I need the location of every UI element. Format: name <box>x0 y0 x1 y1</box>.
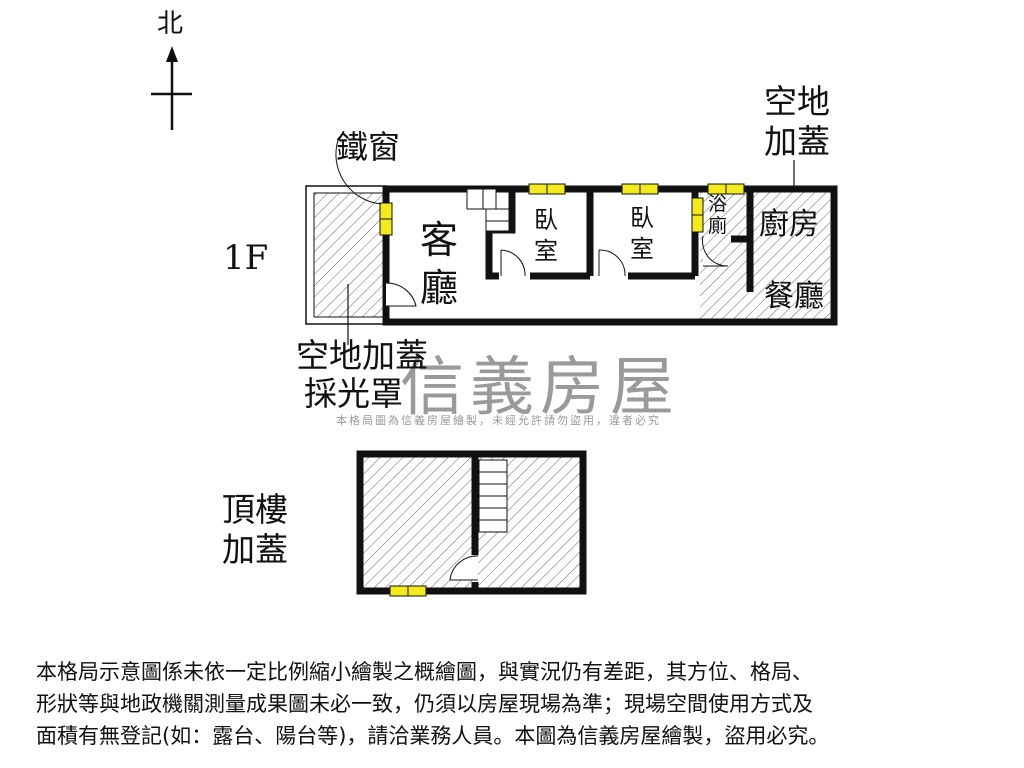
skylight-area <box>305 185 387 325</box>
disclaimer-line-3: 面積有無登記(如：露台、陽台等)，請洽業務人員。本圖為信義房屋繪製，盜用必究。 <box>36 724 830 748</box>
living-room-label-1: 客 <box>420 218 459 262</box>
north-arrow-icon <box>151 46 192 130</box>
disclaimer: 本格局示意圖係未依一定比例縮小繪製之概繪圖，與實況仍有差距，其方位、格局、 形狀… <box>36 656 996 752</box>
roof-floor-label-2: 加蓋 <box>222 530 288 569</box>
compass-label: 北 <box>157 9 184 39</box>
kitchen-label: 廚房 <box>759 207 819 242</box>
addition-top-label-2: 加蓋 <box>764 122 830 161</box>
roof-floor-label-1: 頂樓 <box>222 490 288 529</box>
bedroom-b-label-2: 室 <box>630 235 654 263</box>
floor-label-1f: 1F <box>223 238 269 278</box>
bedroom-a-label-1: 臥 <box>534 206 558 234</box>
windows <box>379 183 745 236</box>
watermark-brand: 信義房屋 <box>400 351 680 425</box>
bathroom-label-1: 浴 <box>708 193 728 215</box>
skylight-label-1: 空地加蓋 <box>296 336 428 375</box>
disclaimer-line-2: 形狀等與地政機關測量成果圖未必一致，仍須以房屋現場為準；現場空間使用方式及 <box>36 692 813 716</box>
bedroom-b-label-1: 臥 <box>630 204 654 232</box>
bedroom-a-label-2: 室 <box>534 237 558 265</box>
watermark-notice: 本格局圖為信義房屋繪製，未經允許請勿盜用，違者必究 <box>336 414 661 427</box>
addition-top-label-1: 空地 <box>764 82 830 121</box>
living-room-label-2: 廳 <box>420 266 459 310</box>
skylight-label-2: 採光罩 <box>304 374 403 413</box>
bathroom-label-2: 廁 <box>708 215 728 237</box>
dining-label: 餐廳 <box>764 279 824 314</box>
roof-addition <box>356 450 587 597</box>
disclaimer-line-1: 本格局示意圖係未依一定比例縮小繪製之概繪圖，與實況仍有差距，其方位、格局、 <box>36 660 813 684</box>
iron-window-label: 鐵窗 <box>336 128 401 166</box>
